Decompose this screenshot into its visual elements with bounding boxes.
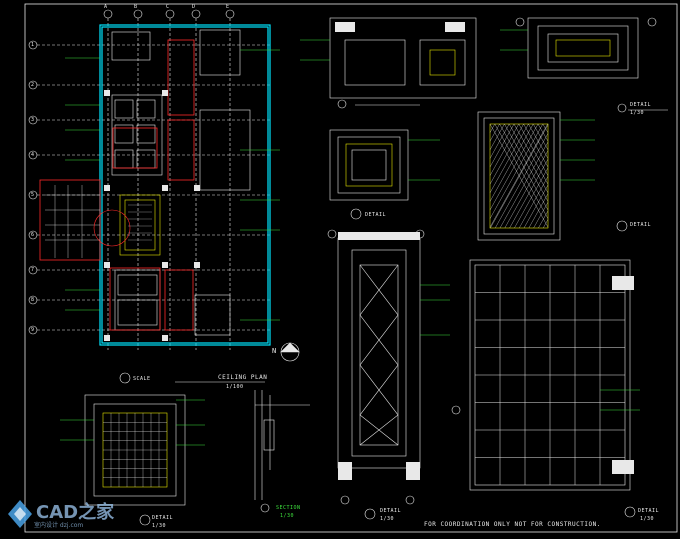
lattice-line [489, 123, 534, 202]
watermark-brand: CAD之家 [36, 502, 115, 523]
detail-tall-elevation [327, 229, 425, 505]
ceiling-plan [28, 9, 300, 384]
watermark-site: 室内设计 dzj.com [34, 522, 84, 529]
grid-label-row-8: 8 [31, 297, 35, 303]
lattice-line [538, 210, 549, 229]
detail-scale-grid: 1/30 [640, 516, 655, 522]
detail-scale-elevation: 1/30 [380, 516, 395, 522]
lattice-line [499, 141, 549, 229]
detail-square-middle [329, 129, 409, 220]
detail-label-grid: DETAIL [638, 508, 660, 514]
grid-label-row-2: 2 [31, 82, 35, 88]
lattice-line [543, 219, 549, 229]
grid-label-col-d: D [192, 4, 196, 10]
grid-label-row-7: 7 [31, 267, 35, 273]
lattice-line [523, 184, 549, 229]
cad-logo-icon [8, 500, 32, 528]
detail-ornate-ceiling [477, 111, 561, 241]
lattice-line [489, 123, 524, 185]
ceiling-plan-title: CEILING PLAN [218, 374, 268, 381]
lattice-line [489, 123, 519, 176]
grid-label-col-e: E [226, 4, 230, 10]
bottom-left-pattern [103, 413, 167, 487]
lattice-line [489, 123, 500, 142]
lattice-line [489, 123, 515, 168]
detail-label-middle: DETAIL [365, 212, 387, 218]
north-arrow-icon [280, 342, 300, 362]
grid-label-row-4: 4 [31, 152, 35, 158]
lattice-line [514, 167, 549, 229]
detail-label-ornate: DETAIL [630, 222, 652, 228]
section-title: SECTION [276, 505, 301, 511]
grid-ceiling-lines [475, 265, 625, 485]
lattice-line [489, 123, 529, 193]
lattice-line [495, 133, 549, 229]
section-scale: 1/30 [280, 513, 295, 519]
lattice-line [489, 123, 539, 211]
lattice-line [504, 150, 549, 229]
lattice-line [528, 193, 549, 229]
lattice-line [489, 123, 543, 219]
lattice-line [509, 159, 549, 229]
grid-label-row-3: 3 [31, 117, 35, 123]
grid-label-col-a: A [104, 4, 108, 10]
ceiling-plan-scale: 1/100 [226, 384, 244, 390]
grid-label-col-c: C [166, 4, 170, 10]
section-strip [254, 390, 310, 513]
detail-label-top-right: DETAIL [630, 102, 652, 108]
lattice-line [489, 123, 510, 159]
drawing-frame [24, 3, 678, 533]
lattice-line [533, 202, 549, 229]
detail-elevation-top [329, 17, 477, 109]
detail-scale-bottom-left: 1/30 [152, 523, 167, 529]
north-label: N [272, 347, 277, 355]
grid-label-row-1: 1 [31, 42, 35, 48]
detail-label-elevation: DETAIL [380, 508, 402, 514]
grid-label-row-6: 6 [31, 232, 35, 238]
lattice-line [519, 176, 549, 229]
coordination-note: FOR COORDINATION ONLY NOT FOR CONSTRUCTI… [424, 521, 601, 528]
lattice-line [489, 123, 505, 150]
scale-label: SCALE [133, 376, 151, 382]
detail-scale-top-right: 1/30 [630, 110, 645, 116]
detail-top-right [515, 17, 668, 113]
detail-label-bottom-left: DETAIL [152, 515, 174, 521]
grid-label-row-9: 9 [31, 327, 35, 333]
lattice-line [490, 124, 549, 229]
lattice-line [489, 123, 548, 228]
grid-label-col-b: B [134, 4, 138, 10]
ornate-ceiling-pattern [489, 123, 549, 229]
lattice-line [489, 123, 495, 133]
grid-label-row-5: 5 [31, 192, 35, 198]
